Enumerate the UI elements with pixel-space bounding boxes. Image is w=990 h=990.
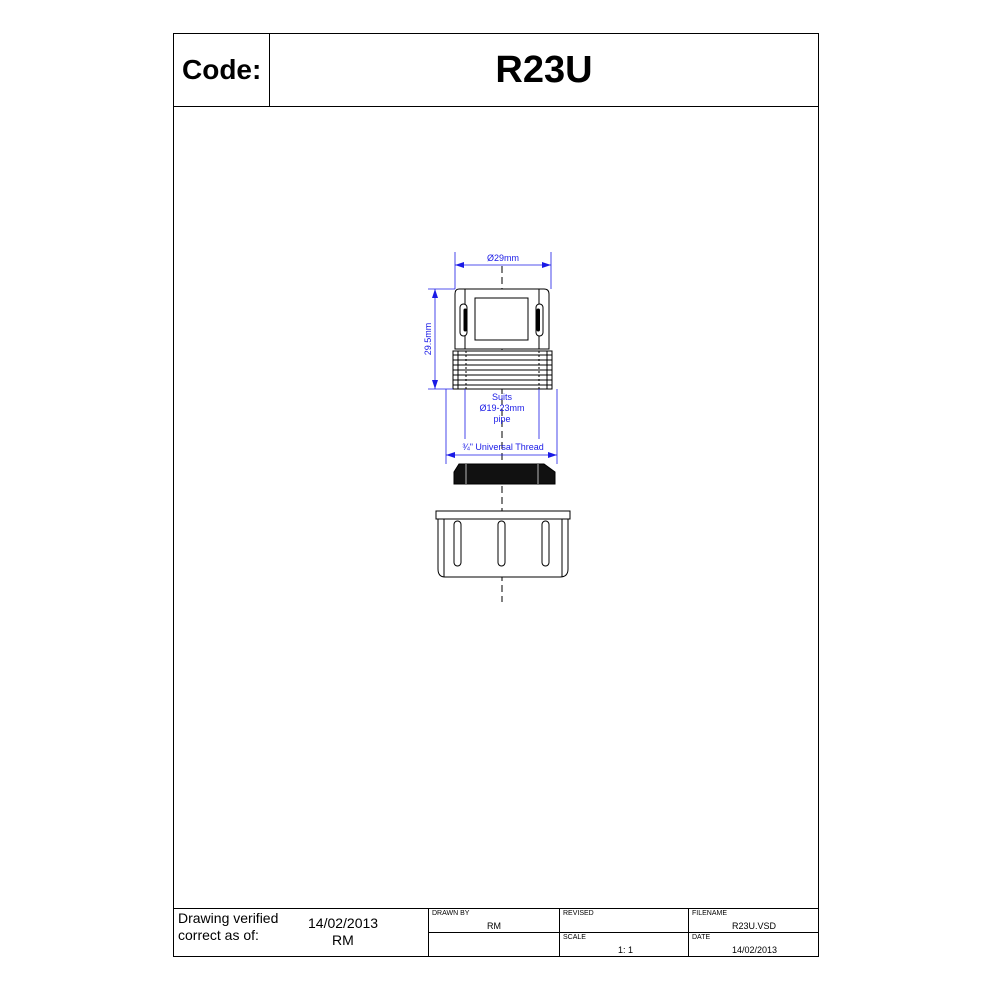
technical-drawing: Ø29mm 29.5mm Suits Ø19-23mm pipe ¾" Univ… — [423, 252, 571, 602]
verification-initials: RM — [332, 932, 354, 948]
filename-label: FILENAME — [692, 910, 728, 917]
header-bar: Code: R23U — [174, 34, 818, 107]
product-code: R23U — [495, 49, 593, 91]
title-block: Drawing verified correct as of: 14/02/20… — [174, 908, 818, 956]
scale-value: 1: 1 — [618, 945, 634, 955]
dimension-suits-pipe — [464, 389, 540, 439]
dimension-outer-diameter — [454, 252, 552, 289]
scale-cell: SCALE 1: 1 — [560, 933, 689, 956]
scale-label: SCALE — [563, 934, 586, 941]
compression-nut — [435, 510, 571, 578]
drawn-by-value: RM — [487, 921, 501, 931]
dimension-outer-diameter-label: Ø29mm — [487, 253, 519, 263]
date-value: 14/02/2013 — [732, 945, 778, 955]
filename-value: R23U.VSD — [732, 921, 777, 931]
verification-line1: Drawing verified — [178, 910, 279, 926]
filename-cell: FILENAME R23U.VSD — [689, 909, 818, 933]
drawn-by-label: DRAWN BY — [432, 910, 470, 917]
dimension-thread — [445, 389, 558, 464]
dimension-height-label: 29.5mm — [423, 323, 433, 356]
dimension-height — [428, 288, 455, 390]
drawing-sheet: Code: R23U — [173, 33, 819, 957]
dimension-suits-line2: Ø19-23mm — [479, 403, 524, 413]
dimension-suits-line3: pipe — [493, 414, 510, 424]
verification-line2: correct as of: — [178, 927, 259, 943]
verification-date: 14/02/2013 — [308, 915, 379, 931]
date-label: DATE — [692, 934, 711, 941]
verification-text: Drawing verified correct as of: — [178, 910, 278, 944]
code-label: Code: — [174, 34, 270, 106]
thread-section — [452, 350, 553, 390]
dimension-suits-line1: Suits — [492, 392, 513, 402]
blank-cell — [429, 933, 560, 956]
revised-label: REVISED — [563, 910, 594, 917]
drawn-by-cell: DRAWN BY RM — [429, 909, 560, 933]
sealing-ring — [453, 463, 556, 485]
verification-cell: Drawing verified correct as of: 14/02/20… — [174, 909, 429, 956]
connector-body — [454, 288, 550, 350]
dimension-thread-label: ¾" Universal Thread — [462, 442, 544, 452]
date-cell: DATE 14/02/2013 — [689, 933, 818, 956]
revised-cell: REVISED — [560, 909, 689, 933]
